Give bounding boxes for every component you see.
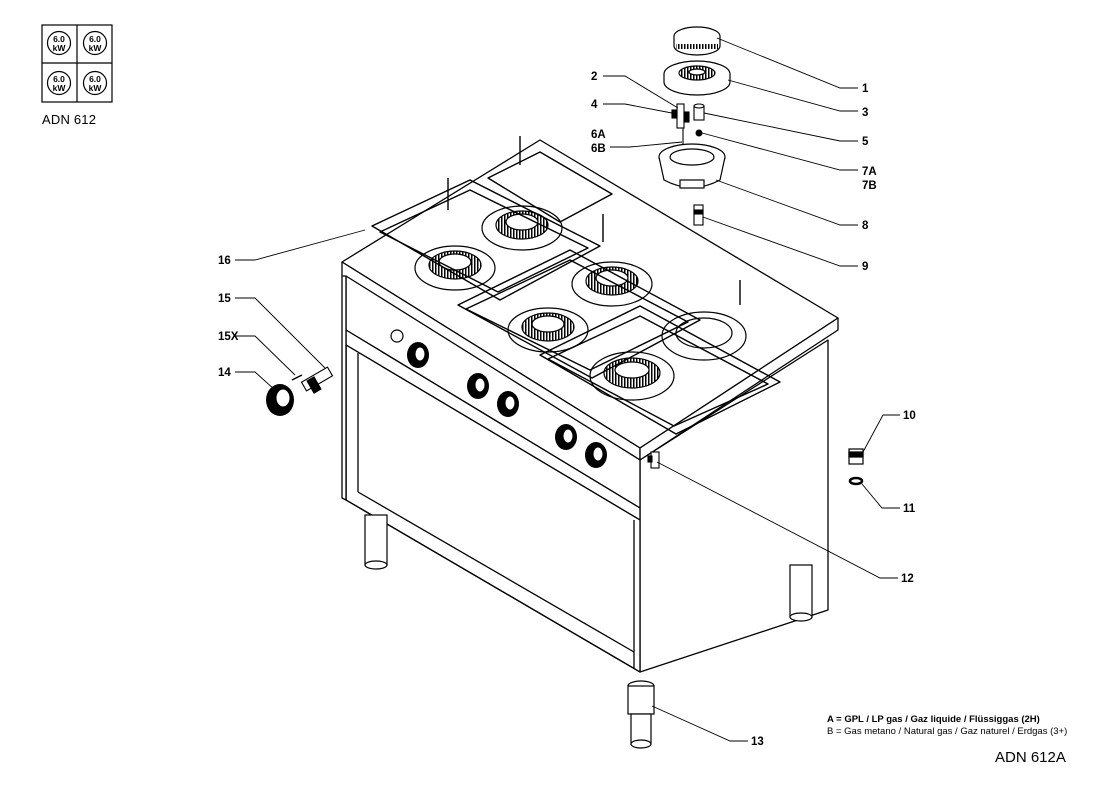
part-label-1: 1 [862, 83, 869, 95]
part-14-knob [266, 384, 294, 416]
power-grid [41, 24, 113, 103]
part-7-nozzle [695, 129, 703, 137]
part-4-thermocouple [671, 103, 690, 129]
part-label-9: 9 [862, 261, 868, 273]
part-1-burner-cap [673, 26, 721, 56]
power-unit-2: kW [89, 43, 103, 53]
part-label-15: 15 [218, 293, 231, 305]
legend-line-b: B = Gas metano / Natural gas / Gaz natur… [827, 726, 1068, 737]
part-label-6a: 6A [591, 129, 606, 141]
part-label-3: 3 [862, 107, 868, 119]
range-body [341, 139, 839, 673]
power-value-3: 6.0 [53, 74, 65, 84]
legend-line-a: A = GPL / LP gas / Gaz liquide / Flüssig… [827, 714, 1040, 725]
power-value-4: 6.0 [89, 74, 101, 84]
gas-legend: A = GPL / LP gas / Gaz liquide / Flüssig… [827, 714, 1067, 738]
part-11-washer [848, 476, 864, 486]
part-label-5: 5 [862, 136, 869, 148]
part-label-11: 11 [903, 503, 916, 515]
legs [364, 514, 813, 749]
part-8-burner-body [658, 143, 726, 189]
part-label-2: 2 [591, 71, 597, 83]
power-unit-3: kW [53, 83, 67, 93]
part-label-15x: 15X [218, 331, 239, 343]
part-3-burner-crown [663, 60, 731, 96]
part-label-8: 8 [862, 220, 869, 232]
part-10-connector [848, 448, 864, 465]
part-label-14: 14 [218, 367, 231, 379]
power-value-2: 6.0 [89, 34, 101, 44]
part-label-7b: 7B [862, 180, 877, 192]
pan-supports [371, 136, 781, 435]
part-15-gas-tap [300, 366, 334, 394]
power-unit-4: kW [89, 83, 103, 93]
part-12-valve [647, 451, 660, 469]
knob-5[interactable] [585, 442, 607, 468]
knob-4[interactable] [555, 424, 577, 450]
part-5-igniter [693, 103, 705, 121]
part-label-6b: 6B [591, 143, 606, 155]
part-label-7a: 7A [862, 166, 877, 178]
model-code-bottom: ADN 612A [995, 749, 1066, 766]
control-knobs [407, 342, 607, 468]
part-label-10: 10 [903, 410, 916, 422]
leader-lines [235, 37, 900, 742]
power-value-1: 6.0 [53, 34, 65, 44]
knob-2[interactable] [467, 373, 489, 399]
power-unit-1: kW [53, 43, 67, 53]
part-labels: 1 2 3 4 5 6A 6B 7A 7B 8 9 10 11 12 13 14… [218, 71, 916, 748]
part-label-4: 4 [591, 99, 598, 111]
knob-1[interactable] [407, 342, 429, 368]
control-panel [390, 329, 404, 343]
model-code-top: ADN 612 [42, 112, 97, 127]
part-label-12: 12 [901, 573, 914, 585]
part-9-injector [693, 204, 704, 226]
part-15x-screw [291, 374, 303, 381]
part-label-16: 16 [218, 255, 231, 267]
part-label-13: 13 [751, 736, 764, 748]
knob-3[interactable] [497, 391, 519, 417]
